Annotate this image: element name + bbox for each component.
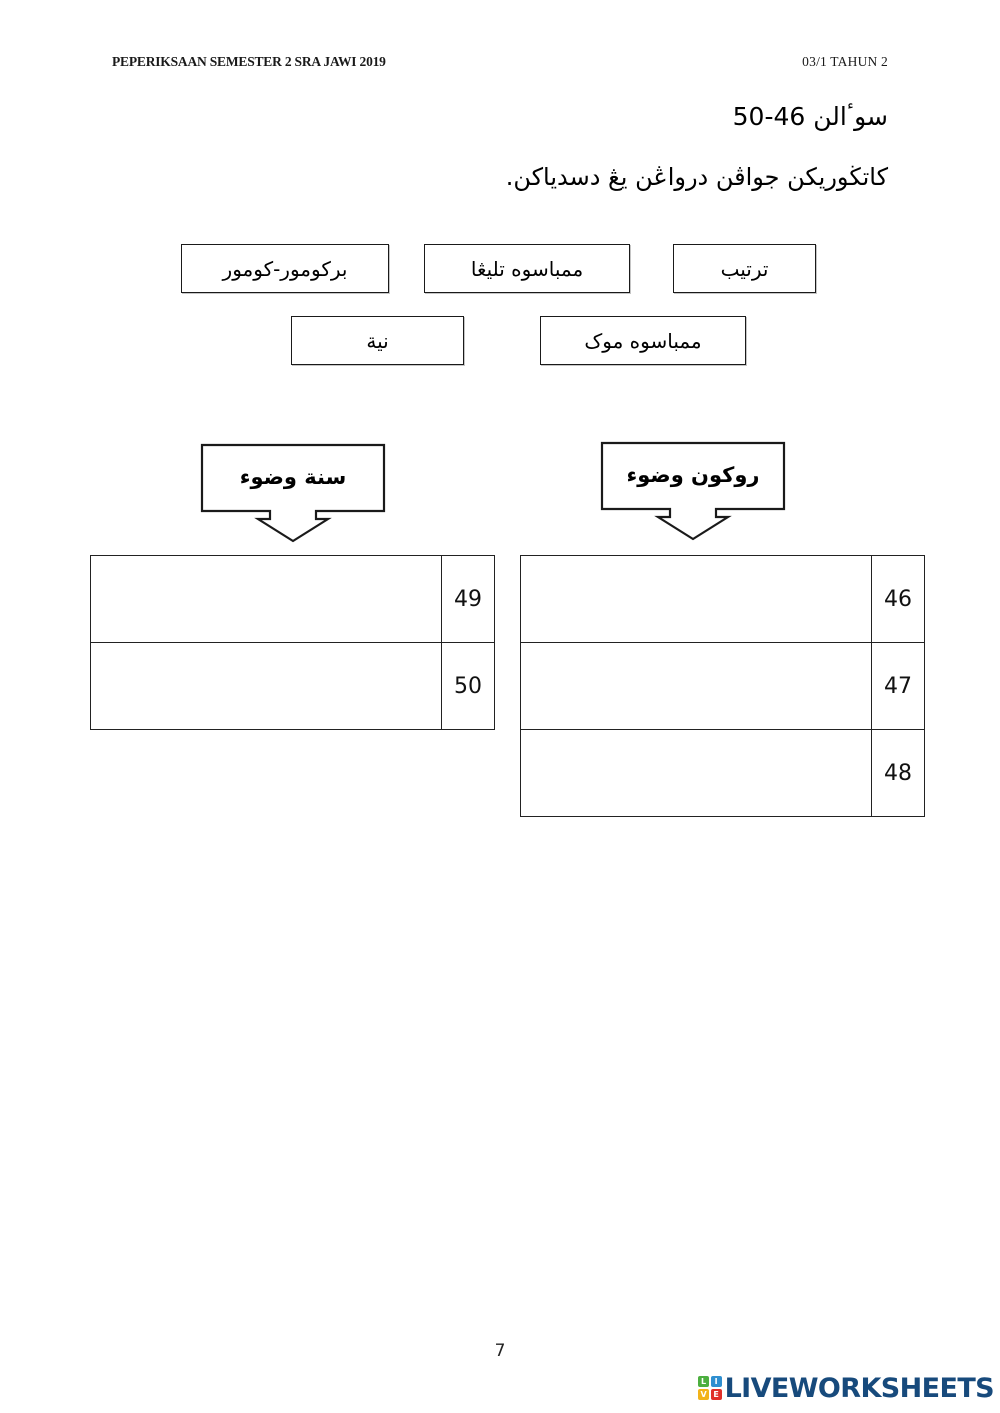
down-arrow-callout-icon: [200, 443, 386, 543]
question-range: سوٴالن 46-50: [732, 102, 888, 131]
word-bank: بركومور-كومور ممباسوه تليڠا ترتيب نية مم…: [0, 243, 1000, 368]
question-number-cell: 48: [871, 729, 925, 817]
question-number-cell: 50: [441, 642, 495, 730]
logo-tiles-icon: L I V E: [698, 1376, 722, 1400]
question-number-cell: 47: [871, 642, 925, 730]
category-header-rukun-wuduk: روكون وضوء: [600, 441, 786, 541]
logo-wordmark: LIVEWORKSHEETS: [724, 1372, 995, 1404]
answer-table-rukun-wuduk: 46 47 48: [520, 555, 925, 817]
logo-tile-e: E: [710, 1388, 722, 1400]
logo-tile-l: L: [698, 1376, 710, 1388]
word-bank-option-5[interactable]: ممباسوه موک: [540, 316, 746, 365]
table-row: 46: [520, 555, 925, 643]
question-number-cell: 49: [441, 555, 495, 643]
answer-table-sunat-wuduk: 49 50: [90, 555, 495, 730]
answer-cell[interactable]: [520, 555, 872, 643]
header-paper-code: 03/1 TAHUN 2: [802, 54, 888, 69]
header-exam-title: PEPERIKSAAN SEMESTER 2 SRA JAWI 2019: [112, 54, 386, 69]
word-bank-option-4[interactable]: نية: [291, 316, 464, 365]
page-number: 7: [494, 1341, 506, 1361]
instruction-text: كاتڬوريكن جواڤن درواڠن يڠ دسدياكن.: [505, 163, 888, 191]
document-header: PEPERIKSAAN SEMESTER 2 SRA JAWI 2019 03/…: [112, 54, 888, 74]
liveworksheets-logo[interactable]: L I V E LIVEWORKSHEETS: [698, 1371, 995, 1405]
table-row: 48: [520, 729, 925, 817]
table-row: 49: [90, 555, 495, 643]
answer-cell[interactable]: [90, 555, 442, 643]
word-bank-option-2[interactable]: ممباسوه تليڠا: [424, 244, 630, 293]
word-bank-option-3[interactable]: ترتيب: [673, 244, 816, 293]
table-row: 50: [90, 642, 495, 730]
logo-tile-v: V: [698, 1388, 710, 1400]
category-header-sunat-wuduk: سنة وضوء: [200, 443, 386, 543]
word-bank-option-1[interactable]: بركومور-كومور: [181, 244, 389, 293]
question-number-cell: 46: [871, 555, 925, 643]
down-arrow-callout-icon: [600, 441, 786, 541]
answer-cell[interactable]: [520, 729, 872, 817]
logo-tile-i: I: [710, 1376, 722, 1388]
table-row: 47: [520, 642, 925, 730]
answer-cell[interactable]: [90, 642, 442, 730]
answer-cell[interactable]: [520, 642, 872, 730]
